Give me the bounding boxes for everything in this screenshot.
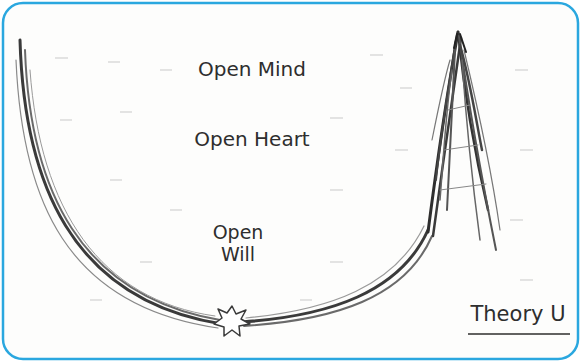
paper-dashes: [55, 55, 533, 300]
stage-label: Open Mind: [198, 58, 306, 81]
frame: [3, 3, 578, 359]
stage-label: Open Heart: [194, 128, 309, 151]
title-underline: [468, 333, 570, 335]
burst-symbol: [214, 306, 250, 336]
u-curve: [16, 40, 432, 328]
rising-tree: [428, 32, 500, 250]
stage-label: Open Will: [209, 222, 267, 266]
diagram-title-label: Theory U: [470, 302, 565, 326]
